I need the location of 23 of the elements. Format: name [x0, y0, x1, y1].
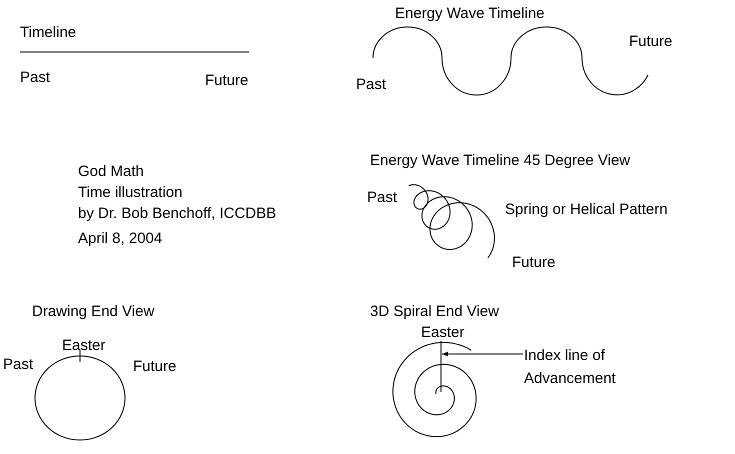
date-text: April 8, 2004 [78, 230, 162, 247]
callout-text: Index line of Advancement [524, 344, 634, 390]
future-label: Future [133, 358, 176, 375]
easter-label: Easter [62, 337, 106, 354]
easter-label: Easter [421, 324, 464, 341]
helix-heading: Energy Wave Timeline 45 Degree View [370, 152, 630, 169]
future-label: Future [512, 254, 556, 271]
wave-heading: Energy Wave Timeline [395, 5, 545, 22]
future-label: Future [205, 72, 248, 89]
past-label: Past [356, 76, 386, 93]
past-label: Past [20, 69, 50, 86]
pattern-label: Spring or Helical Pattern [505, 201, 668, 218]
arrow [442, 352, 524, 356]
past-label: Past [367, 189, 398, 206]
timeline-heading: Timeline [20, 24, 76, 41]
end-view-heading: Drawing End View [32, 303, 154, 320]
future-label: Future [629, 33, 672, 50]
author-text: by Dr. Bob Benchoff, ICCDBB [78, 205, 276, 222]
index-line [440, 340, 442, 392]
past-label: Past [3, 356, 34, 373]
title-text: God Math [78, 163, 144, 180]
subtitle-text: Time illustration [78, 184, 182, 201]
spiral-heading: 3D Spiral End View [370, 303, 499, 320]
